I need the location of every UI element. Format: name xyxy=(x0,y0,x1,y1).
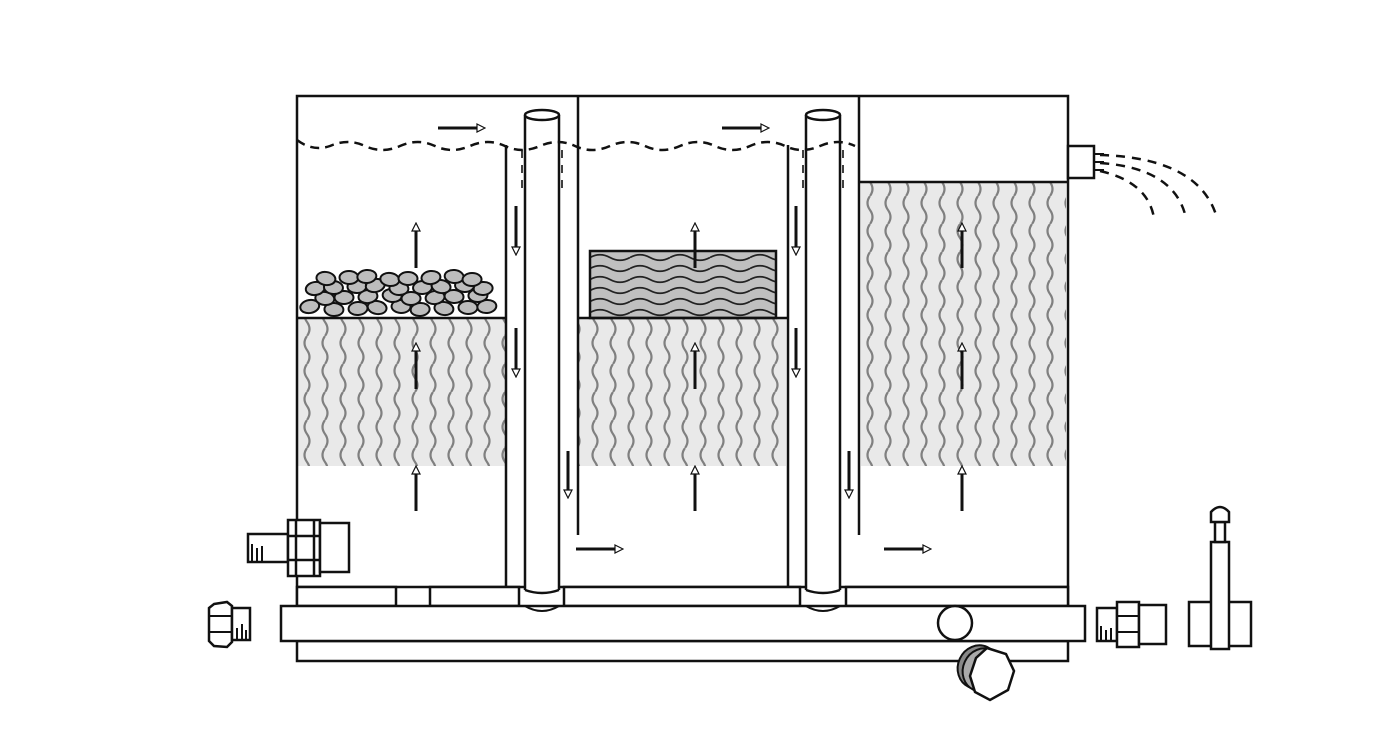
fiber-media-chamber-3 xyxy=(861,182,1066,466)
end-cap-left xyxy=(207,600,252,649)
valve-right xyxy=(1187,505,1253,651)
end-fitting-right xyxy=(1095,600,1168,649)
pebble xyxy=(400,290,422,307)
fiber-media-chamber-2 xyxy=(579,318,786,466)
fiber-media-chamber-1 xyxy=(298,318,505,466)
transfer-tube-1 xyxy=(523,108,561,612)
plenum-bar-3 xyxy=(562,585,802,608)
pebble xyxy=(366,299,388,316)
pebble xyxy=(397,271,419,286)
outlet-spout xyxy=(1066,144,1219,219)
water-level-line xyxy=(296,138,856,152)
pebble xyxy=(356,268,378,285)
inlet-fitting-left xyxy=(246,518,351,578)
plenum-bar-1 xyxy=(295,585,398,608)
transfer-tube-2 xyxy=(804,108,842,612)
foam-pad xyxy=(588,249,778,320)
plenum-bar-4 xyxy=(844,585,1070,608)
pebble xyxy=(443,288,465,305)
tank-outline xyxy=(295,94,1070,663)
pebble xyxy=(338,269,360,286)
pebble xyxy=(420,269,442,286)
pebble xyxy=(333,290,355,305)
pebble xyxy=(323,301,345,318)
pebble xyxy=(409,301,431,318)
drain-plug xyxy=(956,644,1016,702)
plenum-bar-2 xyxy=(428,585,521,608)
manifold-port xyxy=(936,604,974,642)
pebble xyxy=(461,271,483,288)
pebble xyxy=(315,270,337,287)
pebble xyxy=(433,300,455,317)
pebble xyxy=(299,298,321,315)
pebble xyxy=(457,299,479,316)
flow-arrows xyxy=(416,128,962,549)
gravel-layer xyxy=(299,268,498,318)
